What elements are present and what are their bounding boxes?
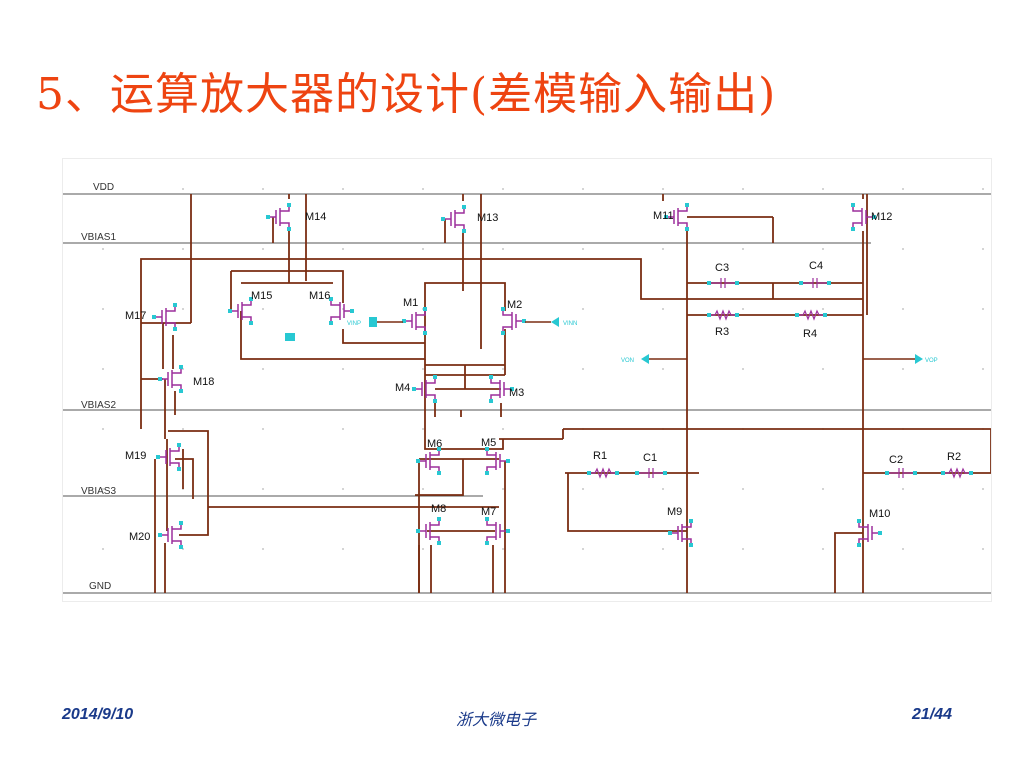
r1-label: R1	[593, 450, 607, 462]
m19-label: M19	[125, 450, 146, 462]
vinp-pin-icon	[369, 317, 377, 327]
footer-date: 2014/9/10	[62, 706, 134, 723]
m17-label: M17	[125, 310, 146, 322]
rail-vbias2-label: VBIAS2	[81, 400, 116, 411]
schematic-canvas: VDD VBIAS1 VBIAS2 VBIAS3 GND	[63, 159, 992, 601]
rail-vdd-label: VDD	[93, 182, 114, 193]
m7-label: M7	[481, 506, 496, 518]
c4-label: C4	[809, 260, 823, 272]
r3-label: R3	[715, 326, 729, 338]
m20-label: M20	[129, 531, 150, 543]
m11-label: M11	[653, 210, 674, 222]
m18-label: M18	[193, 376, 214, 388]
von-label: VON	[621, 358, 634, 364]
m15-label: M15	[251, 290, 272, 302]
schematic-view: VDD VBIAS1 VBIAS2 VBIAS3 GND	[62, 158, 992, 602]
m16-label: M16	[309, 290, 330, 302]
rail-gnd-label: GND	[89, 581, 111, 592]
r2-label: R2	[947, 451, 961, 463]
m12-label: M12	[871, 211, 892, 223]
m3-label: M3	[509, 387, 524, 399]
m10-label: M10	[869, 508, 890, 520]
vop-label: VOP	[925, 358, 938, 364]
m6-label: M6	[427, 438, 442, 450]
rail-vbias3-label: VBIAS3	[81, 486, 116, 497]
footer-organization: 浙大微电子	[456, 710, 537, 729]
m2-label: M2	[507, 299, 522, 311]
vop-pin-icon	[915, 354, 923, 364]
c1-label: C1	[643, 452, 657, 464]
rail-vbias1-label: VBIAS1	[81, 232, 116, 243]
supply-rails	[63, 193, 991, 594]
bias-node-icon	[285, 333, 295, 341]
footer-page-number: 21/44	[912, 706, 953, 723]
m14-label: M14	[305, 211, 326, 223]
m13-label: M13	[477, 212, 498, 224]
slide-title: 5、运算放大器的设计(差模输入输出)	[36, 69, 777, 120]
c2-label: C2	[889, 454, 903, 466]
c3-label: C3	[715, 262, 729, 274]
von-pin-icon	[641, 354, 649, 364]
vinn-pin-icon	[551, 317, 559, 327]
schematic-wires	[140, 194, 992, 593]
m8-label: M8	[431, 503, 446, 515]
vinp-label: VINP	[347, 321, 361, 327]
m1-label: M1	[403, 297, 418, 309]
m5-label: M5	[481, 437, 496, 449]
io-pins	[285, 317, 923, 364]
m4-label: M4	[395, 382, 410, 394]
device-labels: M14 M13 M11 M12 M15 M16 M1 M2 M17 M18 M4…	[125, 210, 961, 543]
r4-label: R4	[803, 328, 817, 340]
vinn-label: VINN	[563, 321, 577, 327]
m9-label: M9	[667, 506, 682, 518]
